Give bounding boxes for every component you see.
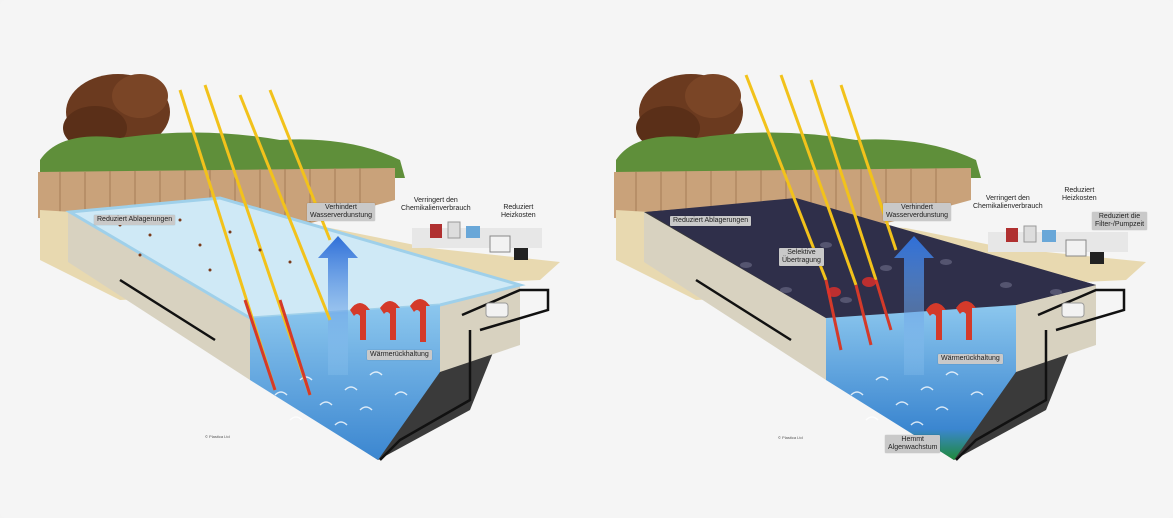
water-cutaway xyxy=(250,305,440,460)
heat-retention-arrows xyxy=(926,301,976,340)
pool-side-wall xyxy=(644,212,826,380)
left-pool-drawing xyxy=(38,74,560,461)
image-credit: © Plastica Ltd xyxy=(205,434,230,439)
left-pool-illustration: Reduziert Ablagerungen Verhindert Wasser… xyxy=(0,0,586,518)
label-algae: Hemmt Algenwachstum xyxy=(885,435,941,453)
label-evaporation: Verhindert Wasserverdunstung xyxy=(883,203,951,221)
hedge xyxy=(40,132,405,178)
label-selective: Selektive Übertragung xyxy=(779,248,824,266)
skimmer xyxy=(1061,302,1085,318)
label-heating: Reduziert Heizkosten xyxy=(501,204,536,219)
heat-retention-arrows xyxy=(350,299,430,342)
label-heat-retention: Wärmerückhaltung xyxy=(367,350,432,360)
label-evaporation: Verhindert Wasserverdunstung xyxy=(307,203,375,221)
heat-glow xyxy=(827,277,876,297)
pipes xyxy=(119,278,550,461)
label-chemicals: Verringert den Chemikalienverbrauch xyxy=(401,197,471,212)
label-chemicals: Verringert den Chemikalienverbrauch xyxy=(973,195,1043,210)
image-credit: © Plastica Ltd xyxy=(778,435,803,440)
hedge xyxy=(616,132,981,178)
label-heat-retention: Wärmerückhaltung xyxy=(938,354,1003,364)
cover-bubbles xyxy=(740,242,1062,303)
wave-marks xyxy=(850,371,984,426)
pool-equipment xyxy=(412,221,542,260)
pool-cover xyxy=(646,198,1096,318)
label-debris: Reduziert Ablagerungen xyxy=(670,216,752,226)
debris xyxy=(118,218,292,272)
label-filter: Reduziert die Filter-/Pumpzeit xyxy=(1092,212,1148,230)
pipes xyxy=(695,278,1126,461)
label-heating: Reduziert Heizkosten xyxy=(1062,187,1097,202)
wave-marks xyxy=(274,371,408,426)
right-pool-illustration: Reduziert Ablagerungen Verhindert Wasser… xyxy=(586,0,1172,518)
pool-equipment xyxy=(988,225,1128,264)
water-surface xyxy=(65,196,526,320)
pool-side-wall xyxy=(68,212,250,380)
right-pool-drawing xyxy=(614,74,1146,461)
evaporation-arrow xyxy=(318,236,358,375)
evaporation-arrow xyxy=(894,236,934,375)
water-cutaway xyxy=(826,305,1016,460)
label-debris: Reduziert Ablagerungen xyxy=(94,215,176,225)
skimmer xyxy=(485,302,509,318)
